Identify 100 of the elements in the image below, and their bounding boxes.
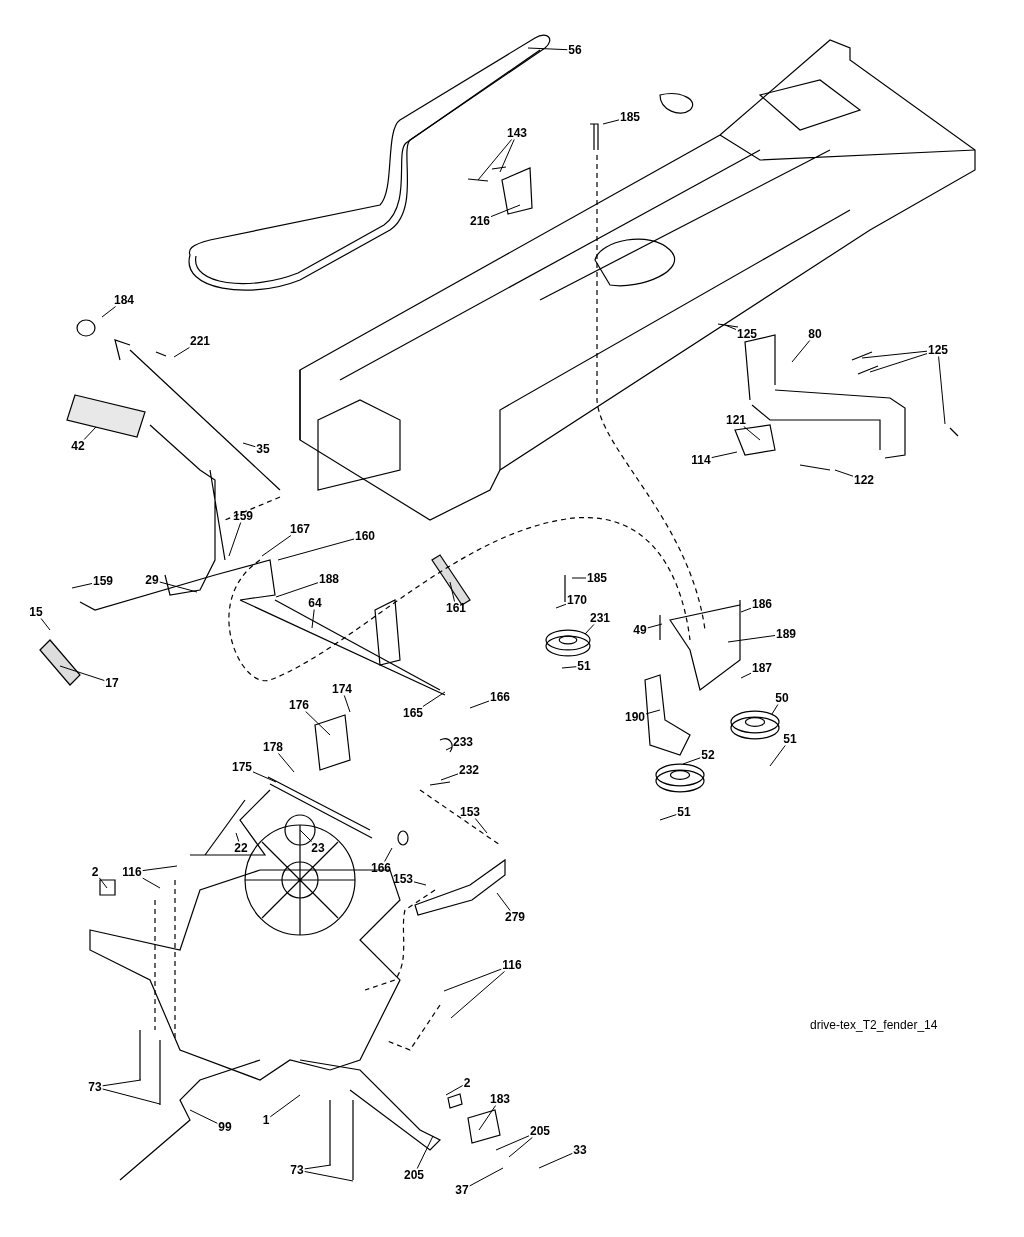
leader-line	[422, 691, 446, 707]
callout-number: 167	[289, 522, 311, 536]
callout-number: 183	[489, 1092, 511, 1106]
callout-number: 279	[504, 910, 526, 924]
leader-line	[659, 814, 677, 821]
callout-number: 174	[331, 682, 353, 696]
leader-line	[527, 47, 568, 51]
callout-number: 185	[586, 571, 608, 585]
callout-number: 50	[774, 691, 790, 705]
callout-number: 51	[782, 732, 798, 746]
leader-line	[499, 139, 515, 173]
leader-line	[834, 469, 854, 477]
callout-number: 73	[289, 1163, 305, 1177]
leader-line	[711, 451, 738, 459]
callout-number: 15	[28, 605, 44, 619]
callout-number: 99	[217, 1120, 233, 1134]
callout-number: 2	[90, 865, 100, 879]
leader-line	[724, 324, 737, 330]
callout-number: 160	[354, 529, 376, 543]
leader-line	[98, 877, 108, 889]
leader-line	[740, 672, 752, 679]
leader-line	[142, 865, 178, 872]
callout-number: 116	[501, 958, 523, 972]
drawing-reference-code: drive-tex_T2_fender_14	[810, 1018, 938, 1032]
leader-line	[495, 1135, 530, 1151]
leader-line	[445, 746, 453, 751]
leader-line	[159, 581, 198, 593]
callout-number: 175	[231, 760, 253, 774]
leader-line	[508, 1137, 533, 1158]
leader-line	[252, 771, 277, 783]
leader-line	[304, 1171, 354, 1182]
leader-line	[261, 535, 292, 557]
callout-number: 190	[624, 710, 646, 724]
callout-number: 159	[232, 509, 254, 523]
callout-number: 51	[576, 659, 592, 673]
leader-line	[235, 832, 240, 842]
leader-line	[861, 350, 928, 359]
leader-line	[490, 204, 521, 218]
callout-number: 189	[775, 627, 797, 641]
leader-line	[59, 665, 105, 681]
callout-number: 49	[632, 623, 648, 637]
callout-number: 125	[736, 327, 758, 341]
leader-line	[645, 709, 661, 715]
callout-number: 52	[700, 748, 716, 762]
callout-number: 185	[619, 110, 641, 124]
callout-number: 33	[572, 1143, 588, 1157]
leader-line	[571, 577, 587, 579]
leader-line	[413, 881, 427, 886]
callout-number: 64	[307, 596, 323, 610]
callout-number: 153	[459, 805, 481, 819]
leader-line	[40, 618, 51, 631]
callout-number: 22	[233, 841, 249, 855]
leader-line	[477, 139, 513, 181]
callout-number: 165	[402, 706, 424, 720]
callout-number: 29	[144, 573, 160, 587]
leader-line	[443, 968, 502, 992]
leader-line	[647, 623, 663, 629]
leader-line	[769, 745, 786, 767]
leader-line	[727, 635, 776, 643]
leader-line	[469, 1167, 504, 1187]
leader-line	[101, 306, 117, 318]
callout-number: 2	[462, 1076, 472, 1090]
leader-line	[305, 711, 331, 736]
leader-line	[142, 877, 161, 889]
leader-line	[304, 1164, 332, 1170]
callout-number: 221	[189, 334, 211, 348]
callout-number: 170	[566, 593, 588, 607]
leader-line	[71, 583, 93, 589]
callout-number: 176	[288, 698, 310, 712]
leader-line	[791, 340, 811, 363]
leader-line	[102, 1079, 142, 1087]
callout-number: 188	[318, 572, 340, 586]
callout-number: 233	[452, 735, 474, 749]
leader-line	[450, 971, 505, 1019]
callout-number: 232	[458, 763, 480, 777]
callout-number: 56	[567, 43, 583, 57]
leader-line	[561, 666, 577, 669]
leader-line	[869, 353, 928, 373]
leader-line	[384, 847, 393, 862]
leader-line	[496, 892, 511, 911]
callout-number: 216	[469, 214, 491, 228]
callout-number: 178	[262, 740, 284, 754]
callout-number: 161	[445, 601, 467, 615]
leader-line	[242, 442, 256, 448]
leader-line	[311, 609, 315, 629]
callout-number: 153	[392, 872, 414, 886]
callout-number: 17	[104, 676, 120, 690]
callout-number: 1	[261, 1113, 271, 1127]
callout-number: 121	[725, 413, 747, 427]
leader-line	[440, 773, 459, 781]
callout-number: 166	[489, 690, 511, 704]
callout-number: 80	[807, 327, 823, 341]
callout-number: 114	[690, 453, 712, 467]
callout-number: 51	[676, 805, 692, 819]
callout-number: 143	[506, 126, 528, 140]
callout-number: 166	[370, 861, 392, 875]
leader-line	[269, 1094, 301, 1118]
leader-line	[228, 522, 242, 557]
callout-number: 184	[113, 293, 135, 307]
leader-line	[102, 1088, 161, 1105]
